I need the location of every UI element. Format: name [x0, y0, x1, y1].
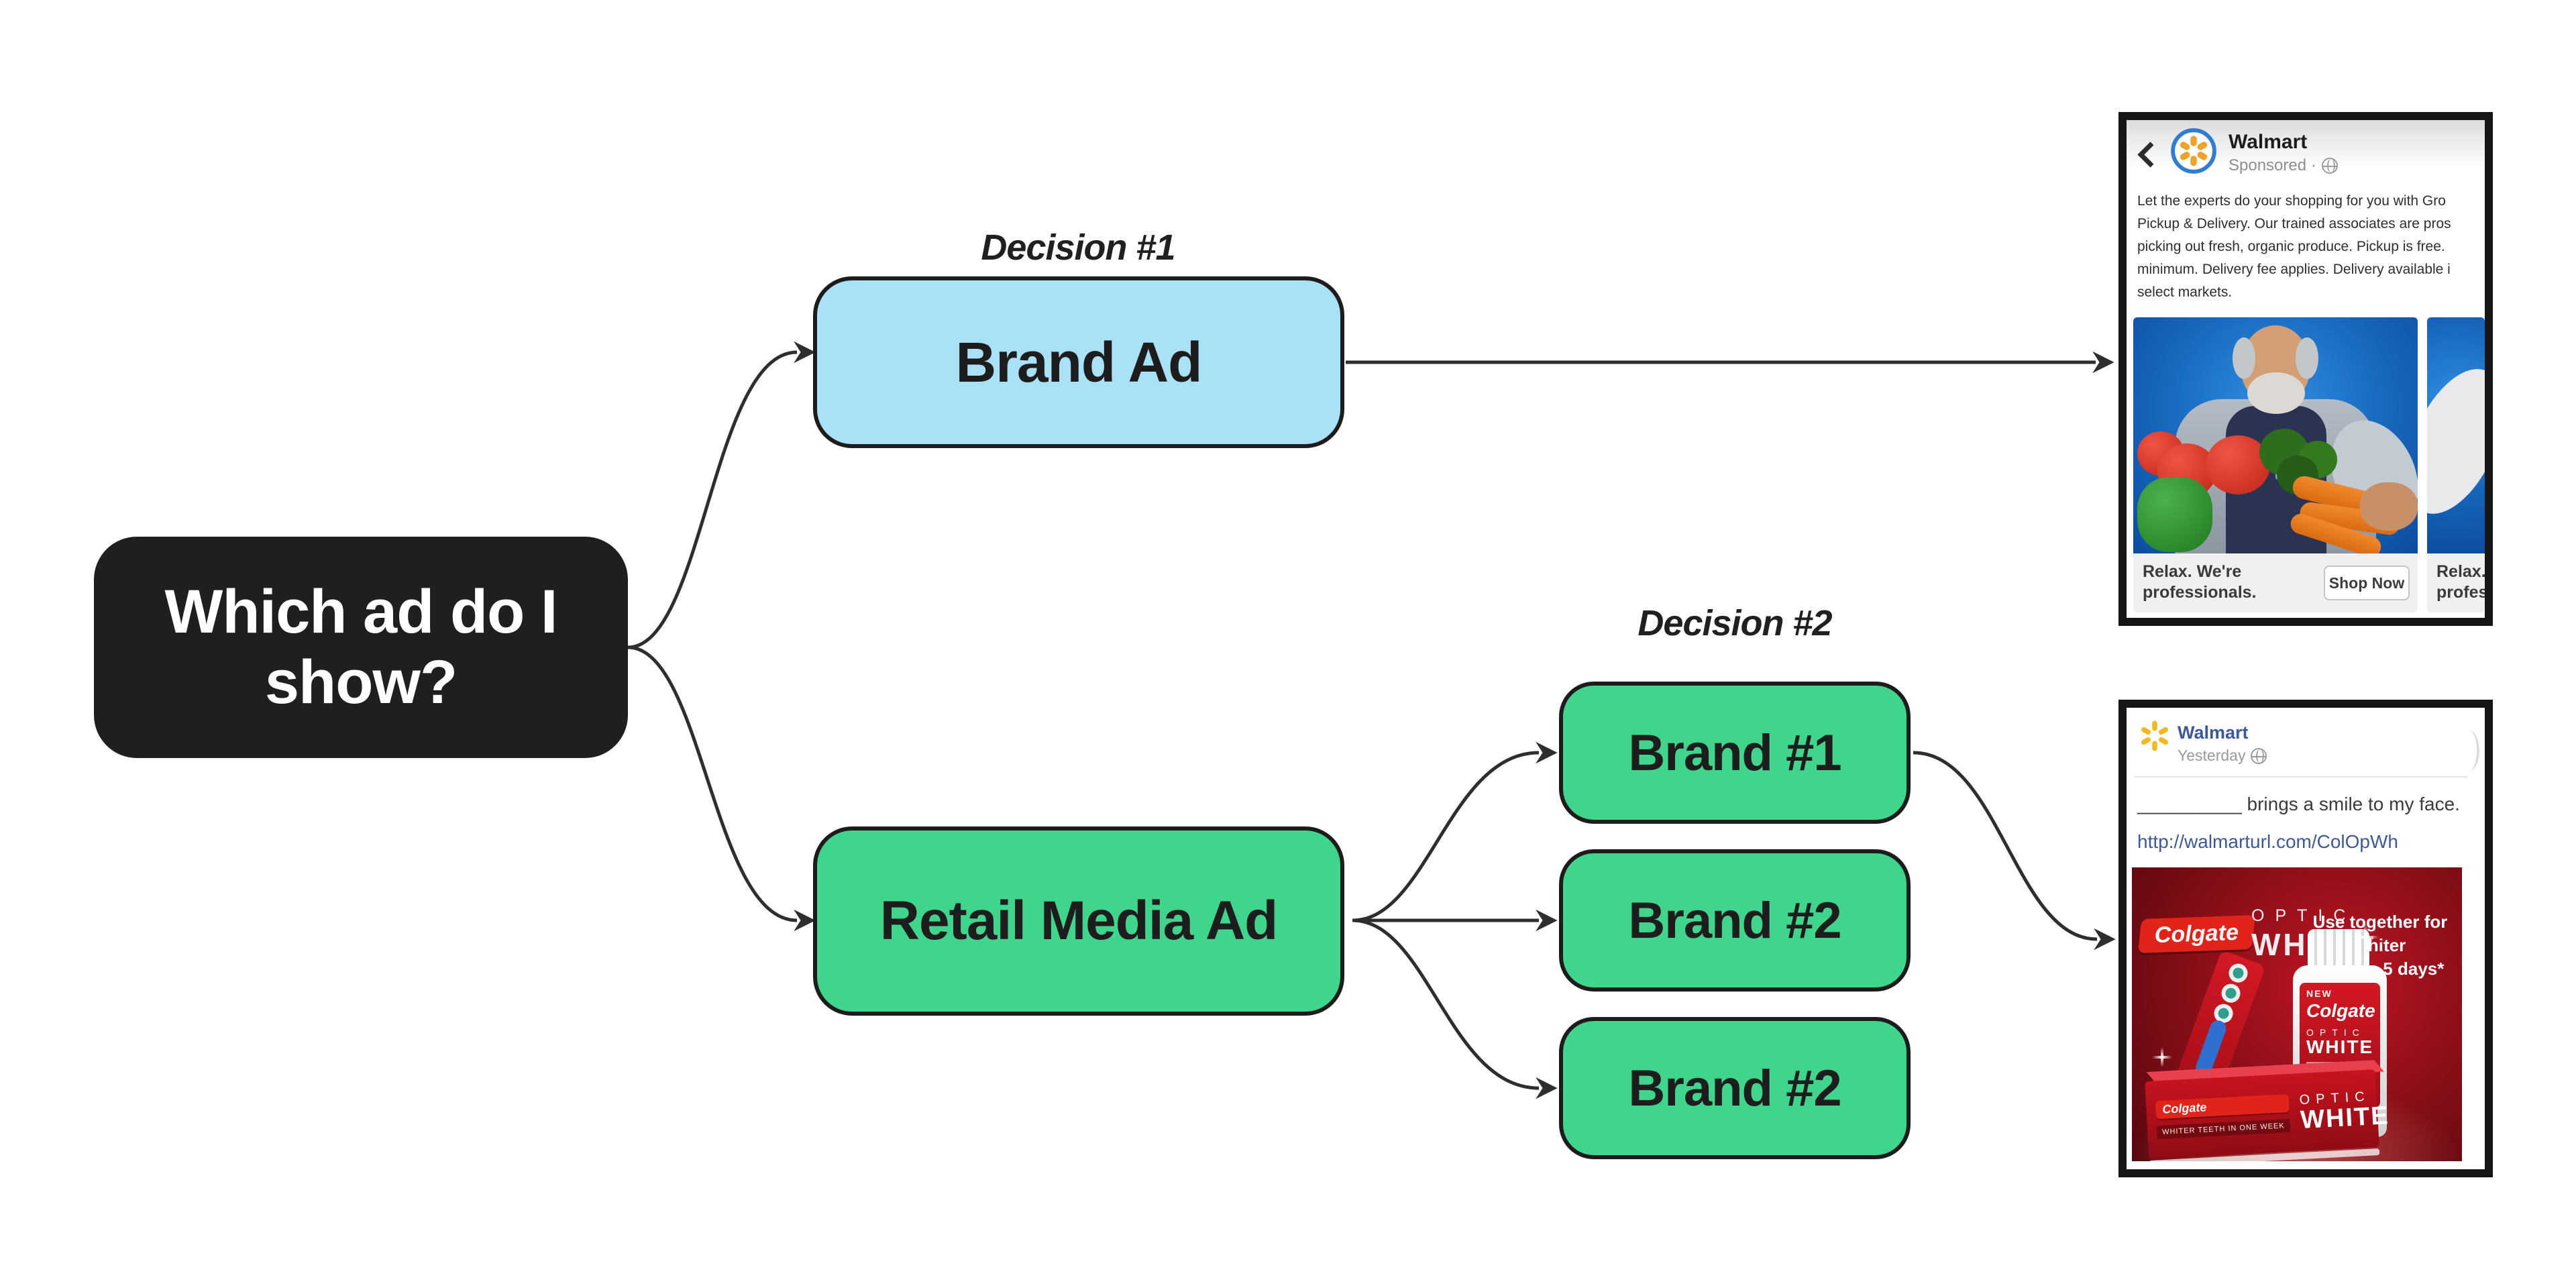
brand-ad-screenshot: Walmart Sponsored · Let the experts do y…: [2118, 112, 2493, 626]
advertiser-name: Walmart: [2229, 131, 2308, 153]
page-curl-decoration: [2459, 731, 2479, 771]
box-brand: Colgate: [2155, 1093, 2290, 1119]
card-caption: Relax. We're professionals. Shop Now: [2133, 553, 2418, 612]
root-node: Which ad do I show?: [94, 537, 628, 758]
card-headline: Relax. We're: [2143, 562, 2242, 581]
toothpaste-box: Colgate WHITER TEETH IN ONE WEEK OPTIC W…: [2145, 1060, 2390, 1161]
root-node-label: Which ad do I show?: [164, 578, 558, 716]
decision-2-label: Decision #2: [1638, 603, 1832, 643]
box-claim: WHITER TEETH IN ONE WEEK: [2156, 1118, 2291, 1139]
card-headline: Relax.: [2436, 562, 2485, 581]
brand-1-node: Brand #1: [1559, 682, 1911, 824]
decision-1-label: Decision #1: [981, 227, 1175, 268]
ad-body-line: minimum. Delivery fee applies. Delivery …: [2137, 262, 2451, 277]
timestamp: Yesterday: [2178, 747, 2246, 764]
walmart-ring-logo-icon: [2171, 128, 2216, 174]
brand-ad-node: Brand Ad: [813, 276, 1344, 448]
box-white: WHITE: [2300, 1101, 2390, 1134]
arrow-retail-to-brand3: [1352, 918, 1558, 1100]
ad-body-line: picking out fresh, organic produce. Pick…: [2137, 239, 2445, 254]
next-card-photo: [2427, 317, 2485, 553]
sparkle-icon: [2152, 1047, 2172, 1067]
tomato: [2206, 435, 2270, 494]
ad-body-text: Let the experts do your shopping for you…: [2137, 190, 2481, 304]
brand-2-node: Brand #2: [1559, 849, 1911, 992]
ad-body-line: select markets.: [2137, 284, 2233, 300]
brand-ad-node-label: Brand Ad: [955, 330, 1203, 394]
new-tag: NEW: [2306, 988, 2332, 999]
sparkle-icon: [2352, 924, 2379, 951]
post-link[interactable]: http://walmarturl.com/ColOpWh: [2137, 831, 2398, 852]
next-card-caption: Relax. profes: [2427, 553, 2485, 612]
timestamp-row: Yesterday: [2178, 747, 2267, 765]
card-headline: profes: [2436, 583, 2485, 602]
advertiser-name[interactable]: Walmart: [2178, 722, 2249, 743]
sponsored-label: Sponsored ·: [2229, 156, 2316, 174]
bottle-brand: Colgate: [2306, 1000, 2375, 1021]
globe-icon: [2251, 747, 2267, 764]
ad-body-line: Pickup & Delivery. Our trained associate…: [2137, 216, 2451, 231]
brand-2-node-label: Brand #2: [1628, 892, 1841, 949]
hand: [2360, 482, 2418, 531]
brand-3-node: Brand #2: [1559, 1017, 1911, 1159]
shop-now-button[interactable]: Shop Now: [2324, 566, 2410, 600]
arrow-brand1-to-screenshot: [1913, 751, 2116, 951]
brand-1-node-label: Brand #1: [1628, 724, 1841, 782]
retail-media-ad-screenshot: Walmart Yesterday __________ brings a sm…: [2118, 700, 2493, 1177]
sponsored-row: Sponsored ·: [2229, 156, 2338, 175]
walmart-spark-icon: [2141, 720, 2168, 751]
divider: [2135, 776, 2467, 778]
colgate-creative: Colgate OPTIC WHITE™ Use together for wh…: [2132, 867, 2462, 1161]
retail-media-ad-node: Retail Media Ad: [813, 826, 1344, 1016]
arm: [2427, 354, 2485, 529]
colgate-logo-ribbon: Colgate: [2137, 915, 2255, 953]
ad-carousel: Relax. We're professionals. Shop Now Rel…: [2127, 315, 2485, 618]
ad-body-line: Let the experts do your shopping for you…: [2137, 193, 2446, 209]
carousel-card-next[interactable]: Relax. profes: [2427, 317, 2485, 612]
card-headline: professionals.: [2143, 583, 2257, 602]
globe-icon: [2321, 158, 2338, 174]
green-pepper: [2137, 477, 2212, 552]
arrow-root-to-brand-ad: [627, 341, 816, 649]
bottle-white: WHITE: [2306, 1036, 2374, 1057]
optic-word: OPTIC: [2251, 906, 2357, 925]
carousel-card-main[interactable]: Relax. We're professionals. Shop Now: [2133, 317, 2418, 612]
colgate-logo: Colgate: [2154, 919, 2239, 949]
retail-media-ad-node-label: Retail Media Ad: [879, 890, 1279, 951]
brand-3-node-label: Brand #2: [1628, 1059, 1841, 1117]
arrow-retail-to-brand1: [1352, 741, 1558, 922]
post-text: __________ brings a smile to my face.: [2137, 794, 2460, 814]
grocer-photo: [2133, 317, 2418, 559]
bottle-optic: OPTIC: [2306, 1027, 2365, 1038]
arrow-root-to-retail: [627, 645, 816, 932]
